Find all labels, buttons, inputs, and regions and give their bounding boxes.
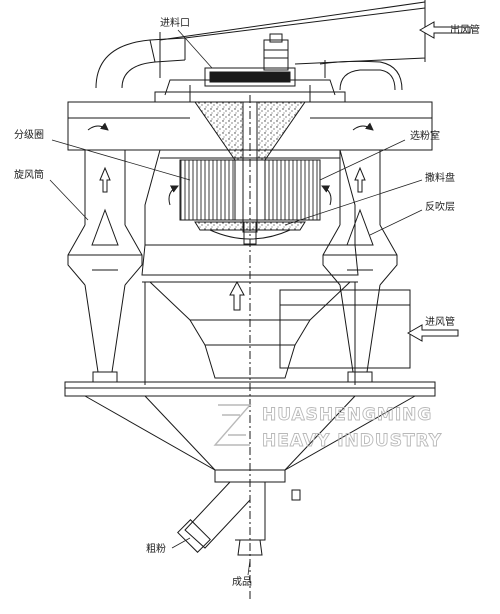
swirl-arrow-icon (87, 122, 109, 131)
motor-assembly (154, 33, 346, 103)
label-coarse-powder: 粗粉 (146, 542, 166, 555)
swirl-arrow-icon (168, 185, 179, 206)
classifier-body (141, 95, 411, 600)
label-air-outlet-pipe: 出风管 (450, 23, 480, 36)
flow-arrows (87, 21, 471, 342)
label-cyclone-tube: 旋风筒 (14, 168, 44, 181)
swirl-arrow-icon (321, 185, 332, 206)
watermark: HUASHENGMING HEAVY INDUSTRY (213, 404, 442, 451)
labels: 进料口 出风管 分级圈 旋风筒 选粉室 撒料盘 反吹层 进风管 粗粉 成品 (14, 16, 480, 588)
label-classifier-ring: 分级圈 (14, 129, 44, 141)
inlet-left-arrow-icon (406, 324, 459, 342)
label-air-inlet-pipe: 进风管 (425, 315, 455, 328)
leader-lines (49, 29, 423, 576)
left-cyclone (67, 150, 143, 383)
bottom-hopper (64, 381, 436, 556)
up-arrow-icon (229, 280, 245, 311)
watermark-line1: HUASHENGMING (262, 405, 432, 425)
label-back-blow-layer: 反吹层 (425, 200, 455, 213)
up-arrow-icon (354, 166, 366, 193)
label-spreading-plate: 撒料盘 (425, 171, 455, 184)
label-powder-chamber: 选粉室 (410, 129, 440, 142)
up-arrow-icon (99, 166, 111, 193)
label-feed-inlet: 进料口 (160, 16, 190, 29)
watermark-line2: HEAVY INDUSTRY (262, 431, 442, 451)
watermark-logo-icon (213, 404, 252, 446)
swirl-arrow-icon (352, 122, 374, 131)
label-finished-product: 成品 (232, 576, 252, 588)
outlet-left-arrow-icon (418, 21, 471, 39)
